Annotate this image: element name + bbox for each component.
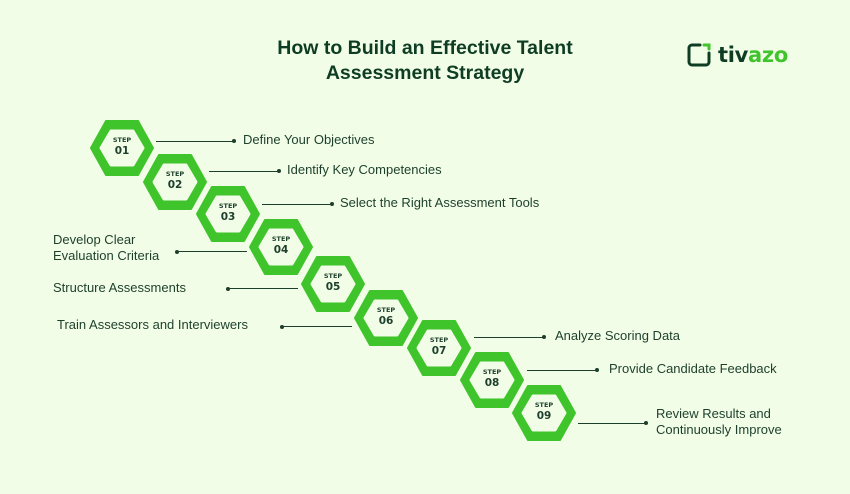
- step-label-03: Select the Right Assessment Tools: [340, 195, 540, 210]
- step-label-06: Train Assessors and Interviewers: [57, 317, 248, 332]
- connector-dot: [277, 169, 281, 173]
- step-label-05: Structure Assessments: [53, 280, 186, 295]
- title-line-2: Assessment Strategy: [325, 62, 525, 84]
- connector-line: [527, 370, 597, 371]
- logo-wordmark: tivazo: [718, 43, 788, 67]
- hexagon-icon: [301, 256, 365, 312]
- hexagon-icon: [354, 290, 418, 346]
- hexagon-icon: [512, 385, 576, 441]
- hexagon-icon: [407, 320, 471, 376]
- connector-line: [282, 326, 352, 327]
- connector-line: [156, 141, 234, 142]
- connector-dot: [175, 250, 179, 254]
- brand-logo: tivazo: [686, 42, 788, 68]
- step-number: 01: [114, 144, 130, 157]
- step-label-01: Define Your Objectives: [243, 132, 375, 147]
- connector-line: [474, 337, 544, 338]
- connector-line: [177, 251, 247, 252]
- step-label-02: Identify Key Competencies: [287, 162, 442, 177]
- connector-line: [578, 423, 646, 424]
- connector-dot: [542, 335, 546, 339]
- hexagon-icon: [249, 219, 313, 275]
- connector-dot: [232, 139, 236, 143]
- connector-line: [228, 288, 298, 289]
- step-label-08: Provide Candidate Feedback: [609, 361, 777, 376]
- connector-line: [209, 171, 279, 172]
- connector-dot: [644, 421, 648, 425]
- step-label-07: Analyze Scoring Data: [555, 328, 681, 343]
- hexagon-icon: [90, 120, 154, 176]
- connector-dot: [226, 287, 230, 291]
- hexagon-icon: [143, 154, 207, 210]
- connector-dot: [280, 325, 284, 329]
- hexagon-icon: [196, 186, 260, 242]
- step-prefix: STEP: [112, 136, 132, 144]
- connector-line: [262, 204, 332, 205]
- title-line-1: How to Build an Effective Talent: [277, 37, 573, 59]
- connector-dot: [595, 368, 599, 372]
- connector-dot: [330, 202, 334, 206]
- page-title: How to Build an Effective Talent Assessm…: [180, 36, 670, 86]
- hexagon-icon: [460, 352, 524, 408]
- tivazo-logo-icon: [687, 43, 711, 67]
